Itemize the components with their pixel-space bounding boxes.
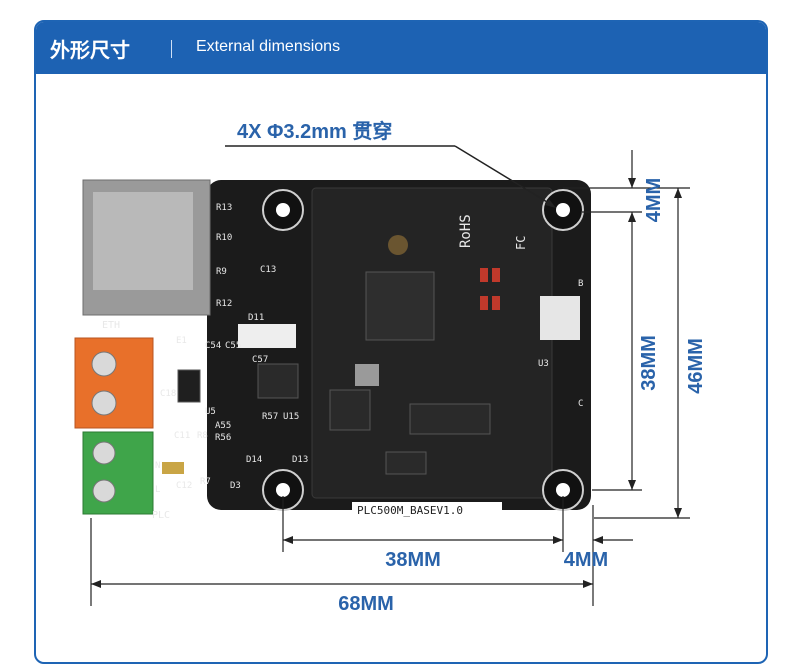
silk-u5: U5: [205, 407, 216, 417]
silk-r13: R13: [216, 203, 232, 213]
model-label-bg: [352, 502, 502, 518]
diode-d11: [238, 324, 296, 348]
mounting-hole-center: [556, 203, 570, 217]
silk-c18: C18: [160, 389, 176, 399]
arrowhead: [593, 536, 603, 544]
arrowhead: [583, 580, 593, 588]
silk-r57: R57: [262, 412, 278, 422]
terminal-screw: [91, 390, 117, 416]
green-terminal: [82, 431, 154, 515]
qr-code: [540, 296, 580, 340]
led: [492, 296, 500, 310]
mounting-hole-center: [556, 483, 570, 497]
silk-c57: C57: [252, 355, 268, 365]
silk-r10: R10: [216, 233, 232, 243]
section-title-cn: 外形尺寸: [50, 38, 130, 62]
crystal: [355, 364, 379, 386]
plc-label: PLC: [152, 510, 170, 521]
silk-c11: C11: [174, 431, 190, 441]
ic-u15: [257, 363, 299, 399]
ic-small: [329, 389, 371, 431]
transistor: [177, 369, 201, 403]
silk-r12: R12: [216, 299, 232, 309]
inductor: [388, 235, 408, 255]
dim-46mm-v: 46MM: [685, 338, 707, 394]
arrowhead: [553, 536, 563, 544]
section-header: 外形尺寸 External dimensions: [36, 22, 766, 74]
mounting-hole-center: [276, 483, 290, 497]
arrowhead: [674, 188, 682, 198]
arrowhead: [91, 580, 101, 588]
terminal-screw: [92, 479, 116, 503]
silk-e1: E1: [176, 336, 187, 346]
fc-label: FC: [514, 236, 528, 250]
silk-u15: U15: [283, 412, 299, 422]
silk-c: C: [578, 399, 583, 409]
mounting-hole-center: [276, 203, 290, 217]
dimensions-card: 外形尺寸 External dimensions: [34, 20, 768, 664]
silk-l: L: [155, 485, 160, 495]
silk-c12: C12: [176, 481, 192, 491]
hole-note-leader: [454, 145, 553, 206]
dim-38mm-v: 38MM: [638, 335, 660, 391]
silk-d11: D11: [248, 313, 264, 323]
eth-label: ETH: [102, 320, 120, 331]
arrowhead: [628, 212, 636, 222]
silk-r8: R8: [197, 431, 208, 441]
silk-r7: R7: [200, 477, 211, 487]
header-divider: [171, 40, 172, 58]
silk-d3: D3: [230, 481, 241, 491]
component-group: [409, 403, 491, 435]
silk-c13: C13: [260, 265, 276, 275]
dim-4mm-h: 4MM: [564, 549, 608, 571]
component-group: [385, 451, 427, 475]
u3-label: U3: [538, 359, 549, 369]
arrowhead: [674, 508, 682, 518]
silk-d13: D13: [292, 455, 308, 465]
silk-r56: R56: [215, 433, 231, 443]
silk-n: N: [155, 461, 160, 471]
led: [480, 268, 488, 282]
silk-r9: R9: [216, 267, 227, 277]
arrowhead: [628, 480, 636, 490]
dim-68mm-h: 68MM: [338, 593, 394, 615]
orange-terminal: [74, 337, 154, 429]
model-label: PLC500M_BASEV1.0: [357, 504, 463, 517]
led: [492, 268, 500, 282]
terminal-screw: [92, 441, 116, 465]
dim-4mm-v: 4MM: [643, 178, 665, 222]
silk-d14: D14: [246, 455, 262, 465]
plc-module: [311, 187, 553, 499]
hole-note-arrow: [545, 199, 556, 208]
ethernet-jack-face: [93, 192, 193, 290]
terminal-screw: [91, 351, 117, 377]
hole-note: 4X Φ3.2mm 贯穿: [237, 119, 392, 143]
main-chip: [365, 271, 435, 341]
silk-c54: C54: [205, 341, 221, 351]
capacitor: [162, 462, 184, 474]
section-title-en: External dimensions: [196, 38, 341, 55]
arrowhead: [628, 178, 636, 188]
silk-a55: A55: [215, 421, 231, 431]
silk-b: B: [578, 279, 583, 289]
dim-38mm-h: 38MM: [385, 549, 441, 571]
led: [480, 296, 488, 310]
arrowhead: [283, 536, 293, 544]
silk-c55: C55: [225, 341, 241, 351]
rohs-label: RoHS: [458, 214, 474, 248]
